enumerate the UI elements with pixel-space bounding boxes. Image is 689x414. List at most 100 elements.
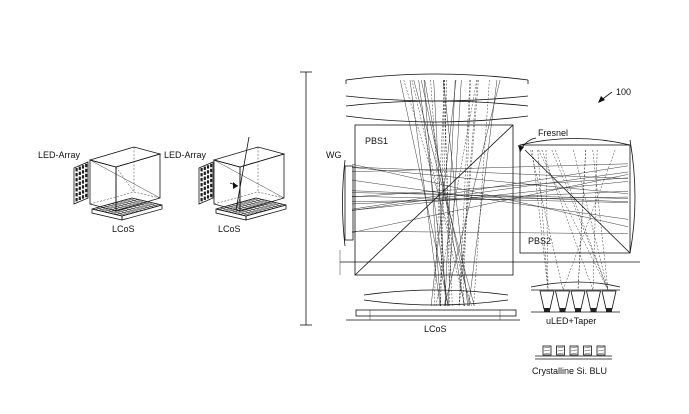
- led-cell: [75, 188, 78, 192]
- vertical-ray: [423, 79, 441, 307]
- vertical-ray: [458, 79, 471, 307]
- lcos-grid-line: [236, 202, 278, 215]
- led-cell: [81, 195, 85, 199]
- pbs2-label: PBS2: [528, 236, 551, 246]
- lcos-grid-line: [115, 202, 147, 210]
- taper-element: [570, 290, 586, 310]
- lcos-grid-line: [112, 202, 154, 215]
- lcos-main-label: LCoS: [424, 324, 447, 334]
- uled-chip: [575, 308, 581, 312]
- blu-cell: [596, 345, 606, 356]
- vertical-ray: [430, 79, 447, 307]
- pbs2-ray: [577, 149, 587, 291]
- blu-cell-hatch: [557, 352, 564, 355]
- blu-cell-hatch: [543, 352, 551, 355]
- lcos-grid-line: [121, 204, 163, 217]
- led-cell: [75, 168, 78, 172]
- crystalline-si-blu: [535, 345, 612, 360]
- reference-arrow: [598, 91, 613, 103]
- pbs2-ray: [545, 149, 549, 291]
- lcos-grid-line: [127, 198, 159, 207]
- horizontal-ray: [351, 163, 629, 172]
- uled-chip: [559, 308, 566, 312]
- led-cell: [203, 171, 206, 175]
- led-cell: [210, 173, 213, 178]
- led-cell: [81, 190, 85, 194]
- lcos-grid-line: [251, 198, 283, 207]
- lcos-grid-line: [109, 201, 151, 214]
- vertical-ray: [468, 79, 498, 307]
- blu-cell: [556, 345, 565, 356]
- horizontal-ray: [351, 179, 629, 220]
- lcos-grid-line: [233, 201, 275, 214]
- led-cell: [85, 168, 88, 173]
- pbs1-label: PBS1: [365, 136, 388, 146]
- blu-cell-hatch: [557, 349, 564, 352]
- vertical-ray: [400, 79, 449, 307]
- vertical-ray: [444, 79, 456, 307]
- lcos-grid-line: [245, 204, 287, 217]
- led-cell: [200, 198, 203, 202]
- horizontal-ray: [351, 163, 629, 228]
- lcos-label-2: LCoS: [218, 224, 241, 234]
- led-cell: [210, 193, 213, 198]
- led-cell: [210, 183, 213, 188]
- pbs2-ray: [573, 149, 609, 291]
- pbs2-ray: [551, 149, 609, 291]
- pbs2-ray: [592, 149, 598, 291]
- led-cell: [81, 165, 85, 169]
- led-cell: [75, 193, 78, 197]
- vertical-ray: [413, 79, 475, 307]
- blu-cell-hatch: [597, 346, 605, 349]
- wg-label: WG: [326, 150, 342, 160]
- led-cell: [203, 181, 206, 185]
- horizontal-ray: [351, 167, 629, 194]
- led-cell: [203, 186, 206, 190]
- led-cell: [200, 188, 203, 192]
- vertical-ray: [444, 79, 450, 307]
- led-cell: [210, 178, 213, 183]
- led-cell: [203, 191, 206, 195]
- vertical-ray: [444, 79, 501, 307]
- lcos-label-1: LCoS: [112, 224, 135, 234]
- uled-chip: [606, 308, 612, 312]
- led-cell: [210, 168, 213, 173]
- vertical-ray: [462, 79, 471, 307]
- led-cell: [78, 186, 81, 190]
- horizontal-ray: [351, 166, 629, 179]
- blu-cell-hatch: [543, 346, 551, 349]
- blu-cell: [542, 345, 552, 356]
- led-cell: [206, 175, 210, 179]
- led-cell: [81, 175, 85, 179]
- blu-cell-hatch: [584, 349, 591, 352]
- lcos-grid-line: [131, 197, 163, 206]
- led-cell: [78, 176, 81, 180]
- led-cell: [78, 181, 81, 185]
- pbs2-ray: [538, 149, 609, 291]
- lcos-grid-line: [239, 202, 271, 210]
- led-cell: [203, 166, 206, 170]
- led-cell: [200, 183, 203, 187]
- led-cell: [81, 180, 85, 184]
- horizontal-ray: [351, 181, 629, 211]
- horizontal-ray: [351, 196, 629, 202]
- blu-cell-hatch: [597, 352, 605, 355]
- lcos-grid-line: [239, 203, 281, 215]
- blu-cell-hatch: [584, 346, 591, 349]
- taper-element: [601, 290, 617, 310]
- led-cell: [85, 183, 88, 188]
- led-array-panel-1: [73, 161, 89, 205]
- blu-cell-hatch: [570, 352, 578, 355]
- vertical-ray: [440, 79, 445, 307]
- horizontal-ray: [351, 174, 629, 233]
- blu-cell-hatch: [597, 349, 605, 352]
- led-cell: [200, 178, 203, 182]
- led-cell: [200, 168, 203, 172]
- pbs2-ray: [592, 149, 609, 291]
- lcos-grid-line: [247, 199, 279, 208]
- led-cell: [85, 193, 88, 198]
- blu-cell-hatch: [557, 346, 564, 349]
- led-cell: [200, 193, 203, 197]
- led-cell: [203, 176, 206, 180]
- led-cell: [206, 170, 210, 174]
